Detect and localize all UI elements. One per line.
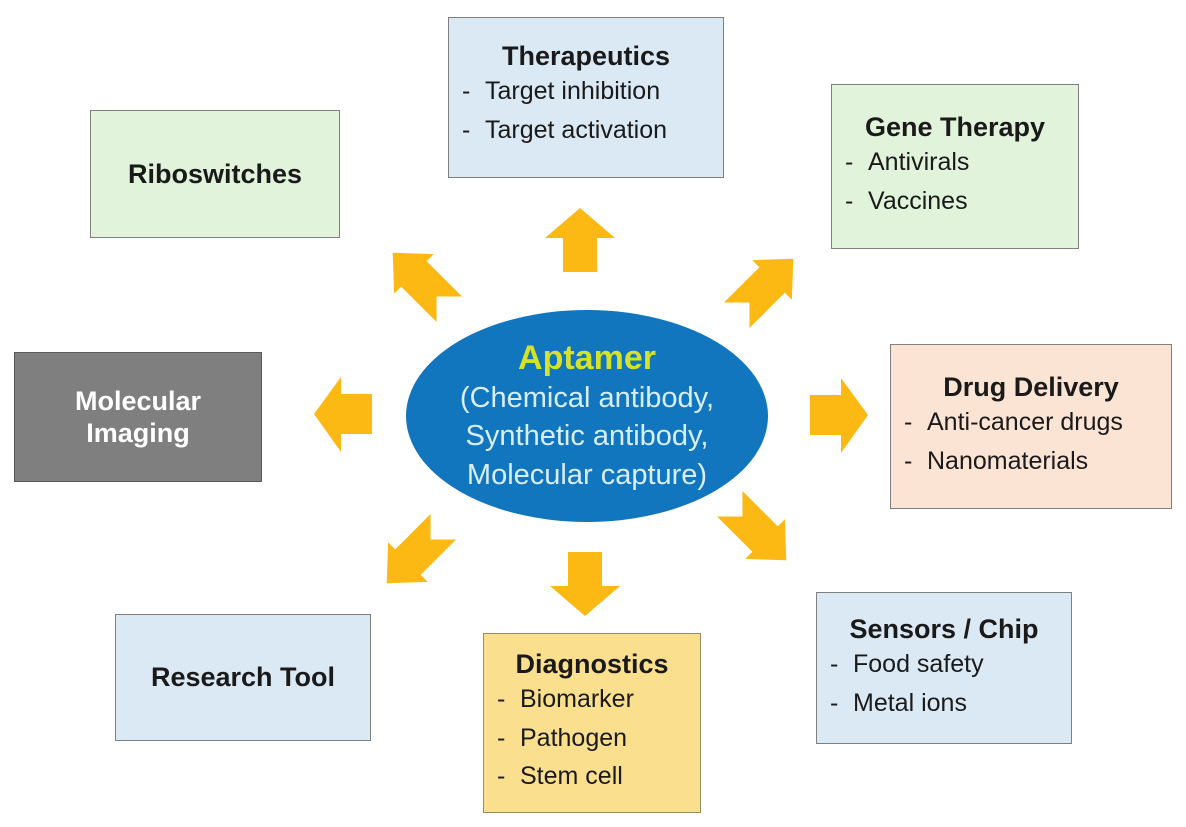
list-item: - Vaccines [832,182,1078,221]
arrow-down-right-icon [710,484,806,580]
node-therapeutics: Therapeutics - Target inhibition - Targe… [448,17,724,178]
node-therapeutics-title: Therapeutics [501,41,671,71]
arrow-right-icon [810,378,868,453]
arrow-up-icon [545,208,615,272]
bullet-dash: - [497,723,506,752]
bullet-dash: - [845,148,854,177]
arrow-up-right-icon [717,239,813,335]
center-aptamer-ellipse: Aptamer (Chemical antibody, Synthetic an… [406,310,768,522]
bullet-dash: - [497,685,506,714]
node-molecular-imaging: Molecular Imaging [14,352,262,482]
node-drug-delivery-title: Drug Delivery [943,372,1119,402]
node-research-tool: Research Tool [115,614,371,741]
node-gene-therapy-title: Gene Therapy [864,112,1046,142]
bullet-dash: - [830,688,839,717]
list-item-text: Nanomaterials [927,446,1089,475]
bullet-dash: - [904,446,913,475]
list-item: - Pathogen [484,719,700,758]
list-item: - Stem cell [484,757,700,796]
bullet-dash: - [462,77,471,106]
list-item-text: Biomarker [520,685,634,714]
center-subtitle-line: Molecular capture) [466,458,708,491]
list-item-text: Vaccines [868,186,968,215]
list-item: - Nanomaterials [891,442,1171,481]
list-item-text: Pathogen [520,723,628,752]
bullet-dash: - [904,408,913,437]
node-sensors-chip-title: Sensors / Chip [849,614,1039,644]
node-drug-delivery: Drug Delivery - Anti-cancer drugs - Nano… [890,344,1172,509]
center-title: Aptamer [518,339,656,378]
node-riboswitches: Riboswitches [90,110,340,238]
list-item: - Anti-cancer drugs [891,403,1171,442]
node-gene-therapy: Gene Therapy - Antivirals - Vaccines [831,84,1079,249]
node-sensors-chip: Sensors / Chip - Food safety - Metal ion… [816,592,1072,744]
list-item: - Target inhibition [449,72,723,111]
list-item: - Target activation [449,111,723,150]
bullet-dash: - [845,186,854,215]
center-subtitle-line: Synthetic antibody, [465,420,709,453]
list-item-text: Food safety [853,650,984,679]
bullet-dash: - [830,650,839,679]
list-item: - Food safety [817,645,1071,684]
arrow-up-left-icon [373,233,469,329]
list-item-text: Target inhibition [485,77,661,106]
arrow-down-left-icon [367,507,463,603]
arrow-down-icon [550,552,620,616]
arrow-left-icon [314,377,372,452]
node-diagnostics-title: Diagnostics [515,649,669,679]
list-item-text: Stem cell [520,762,623,791]
node-research-tool-title: Research Tool [150,662,336,693]
list-item: - Metal ions [817,684,1071,723]
node-diagnostics: Diagnostics - Biomarker - Pathogen - Ste… [483,633,701,813]
list-item-text: Anti-cancer drugs [927,408,1123,437]
node-molecular-imaging-title: Molecular Imaging [74,385,202,448]
bullet-dash: - [497,762,506,791]
node-riboswitches-title: Riboswitches [127,158,303,189]
list-item: - Biomarker [484,680,700,719]
bullet-dash: - [462,115,471,144]
list-item-text: Antivirals [868,148,970,177]
list-item: - Antivirals [832,143,1078,182]
list-item-text: Target activation [485,115,668,144]
center-subtitle-line: (Chemical antibody, [459,382,715,414]
list-item-text: Metal ions [853,688,967,717]
